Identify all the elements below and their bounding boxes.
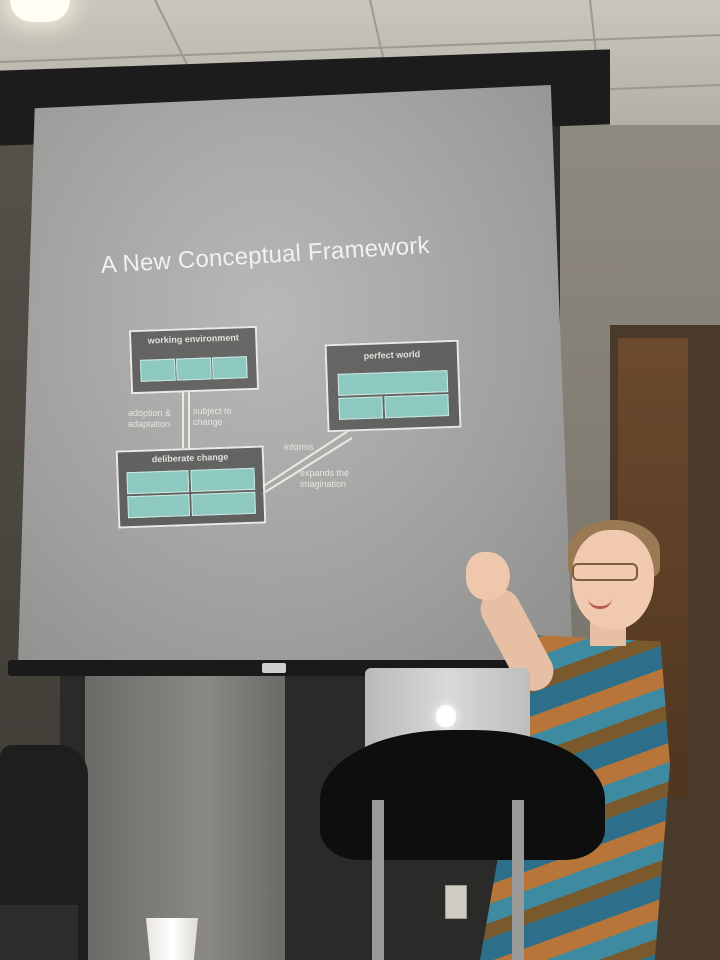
podium-leg bbox=[372, 800, 384, 960]
diagram-cell bbox=[211, 356, 248, 380]
diagram-cell bbox=[338, 396, 384, 420]
podium-leg bbox=[512, 800, 524, 960]
change-text: change bbox=[193, 417, 223, 427]
subject-to-text: subject to bbox=[193, 406, 232, 416]
subject-to-change-label: subject to change bbox=[193, 406, 232, 428]
perfect-world-label: perfect world bbox=[363, 349, 421, 362]
diagram-cell bbox=[191, 491, 256, 516]
diagram-cell bbox=[175, 357, 212, 381]
expands-the-text: expands the bbox=[300, 468, 350, 478]
diagram-cell bbox=[337, 370, 449, 396]
expands-imagination-label: expands the imagination bbox=[300, 468, 349, 490]
deliberate-change-box: deliberate change bbox=[115, 445, 267, 529]
adaptation-text: adaptation bbox=[128, 419, 171, 429]
apple-logo-icon bbox=[436, 705, 456, 727]
diagram-cell bbox=[126, 470, 190, 495]
ceiling-light bbox=[10, 0, 70, 22]
adoption-text: adoption & bbox=[128, 408, 172, 418]
diagram-cell bbox=[127, 494, 191, 519]
screen-pull-tab bbox=[262, 663, 286, 673]
working-environment-box: working environment bbox=[128, 325, 260, 395]
presenter-hand bbox=[466, 552, 510, 600]
concrete-pillar bbox=[85, 676, 285, 960]
diagram-cell bbox=[190, 467, 256, 492]
paper-cup bbox=[146, 918, 198, 960]
imagination-text: imagination bbox=[300, 479, 347, 489]
diagram-cell bbox=[139, 358, 176, 382]
working-environment-label: working environment bbox=[147, 332, 239, 346]
podium bbox=[320, 730, 605, 860]
deliberate-change-label: deliberate change bbox=[151, 451, 229, 465]
perfect-world-box: perfect world bbox=[324, 339, 462, 433]
presenter-smile bbox=[588, 598, 612, 609]
glasses bbox=[572, 563, 638, 581]
wall-outlet bbox=[445, 885, 467, 919]
informs-label: informs bbox=[284, 442, 314, 452]
diagram-cell bbox=[384, 394, 450, 419]
adoption-label: adoption & adaptation bbox=[128, 408, 171, 430]
chair bbox=[0, 905, 78, 960]
